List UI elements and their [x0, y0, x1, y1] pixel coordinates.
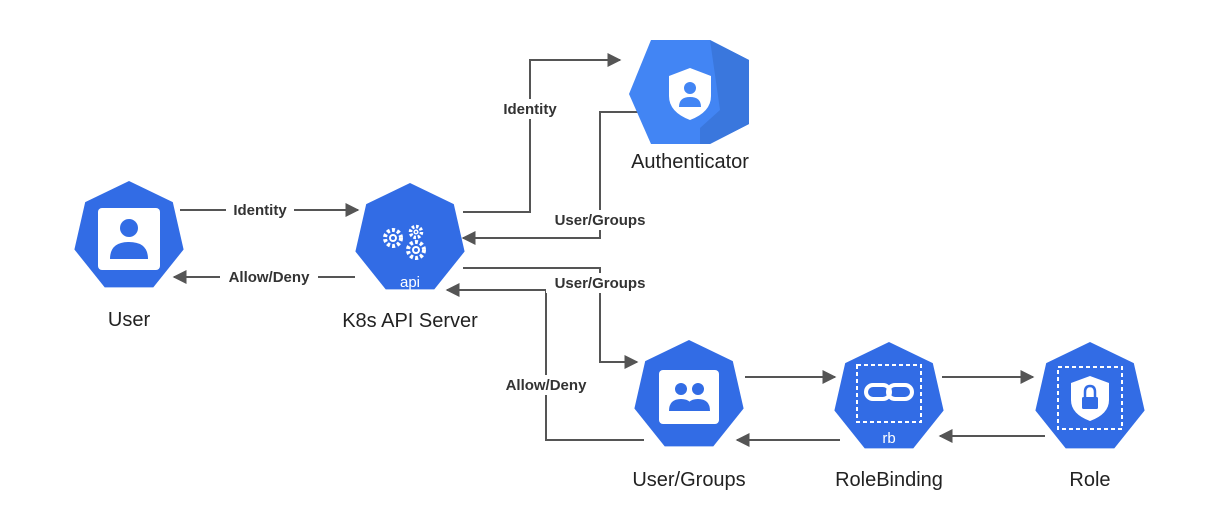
svg-text:User/Groups: User/Groups	[555, 212, 646, 229]
edge-label-api-to-authenticator: Identity	[496, 99, 564, 119]
link-icon	[864, 383, 914, 401]
node-user-groups-label: User/Groups	[632, 469, 745, 491]
edge-label-authenticator-to-api: User/Groups	[546, 210, 654, 230]
lock-shield-icon	[1071, 376, 1109, 421]
node-role[interactable]: Role	[1035, 342, 1145, 491]
edge-label-api-to-user: Allow/Deny	[220, 267, 318, 287]
group-icon	[659, 370, 719, 424]
node-user[interactable]: User	[74, 181, 184, 331]
node-role-label: Role	[1069, 469, 1110, 491]
node-authenticator-label: Authenticator	[631, 151, 749, 173]
user-icon	[98, 208, 160, 270]
edge-api-to-usergroups	[463, 267, 639, 369]
svg-text:Identity: Identity	[233, 202, 287, 219]
node-api-server-label: K8s API Server	[342, 310, 478, 332]
edge-label-user-to-api: Identity	[226, 200, 294, 220]
node-api-server[interactable]: api K8s API Server	[342, 183, 478, 332]
authenticator-shade	[700, 40, 749, 144]
edge-api-to-authenticator	[463, 53, 622, 213]
edge-label-usergroups-to-api: Allow/Deny	[497, 375, 595, 395]
edge-label-api-to-usergroups: User/Groups	[546, 273, 654, 293]
node-authenticator[interactable]: Authenticator	[629, 40, 749, 173]
edge-authenticator-to-api	[461, 111, 640, 245]
svg-text:User/Groups: User/Groups	[555, 275, 646, 292]
api-badge: api	[400, 274, 420, 291]
rolebinding-dashed-box	[856, 364, 922, 423]
svg-text:Allow/Deny: Allow/Deny	[229, 269, 311, 286]
rb-badge: rb	[882, 430, 895, 447]
role-dashed-box	[1057, 366, 1123, 430]
svg-text:Identity: Identity	[503, 101, 557, 118]
shield-user-icon	[669, 68, 711, 120]
edge-usergroups-to-api	[445, 283, 644, 441]
gears-icon	[383, 224, 426, 260]
node-user-label: User	[108, 309, 151, 331]
node-rolebinding[interactable]: rb RoleBinding	[834, 342, 944, 491]
api-server-heptagon	[355, 183, 465, 290]
node-rolebinding-label: RoleBinding	[835, 469, 943, 491]
node-user-groups[interactable]: User/Groups	[632, 340, 746, 491]
svg-text:Allow/Deny: Allow/Deny	[506, 377, 588, 394]
